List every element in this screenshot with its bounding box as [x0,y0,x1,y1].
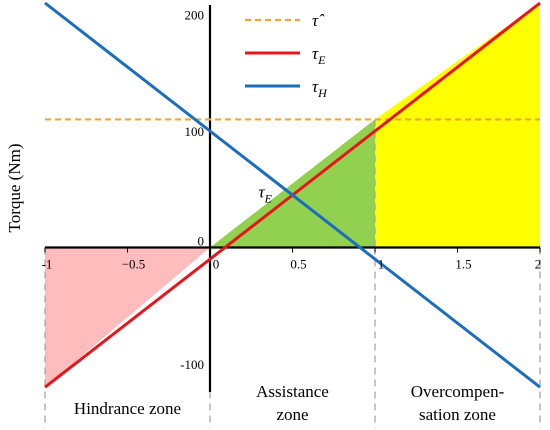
x-tick-label-7: 2 [535,256,542,271]
zone-label-2-line2: zone [276,405,308,424]
zone-label-3-line2: sation zone [419,405,496,424]
intersection-label: τE [259,182,273,205]
region-1 [45,247,210,388]
legend-label-1: τ̂ [312,11,325,30]
y-tick-label-4: -100 [180,357,204,372]
x-tick-label-6: 1.5 [455,256,471,271]
x-tick-label-2: −0.5 [122,256,146,271]
zone-label-3-line1: Overcompen- [411,382,505,401]
y-tick-label-2: 100 [185,124,205,139]
series-line-3 [44,1,541,389]
legend-label-3: τH [312,77,328,100]
zone-label-2-line1: Assistance [256,382,329,401]
region-3 [375,3,540,248]
legend-label-2: τE [312,44,326,67]
x-tick-label-5: 1 [378,256,385,271]
region-2 [210,119,375,248]
x-tick-label-1: -1 [42,256,53,271]
y-tick-label-3: 0 [198,233,205,248]
y-tick-label-1: 200 [185,8,205,23]
zone-label-1: Hindrance zone [74,399,181,418]
x-tick-label-4: 0.5 [290,256,306,271]
x-tick-label-3: 0 [213,256,220,271]
y-axis-label: Torque (Nm) [5,144,24,233]
